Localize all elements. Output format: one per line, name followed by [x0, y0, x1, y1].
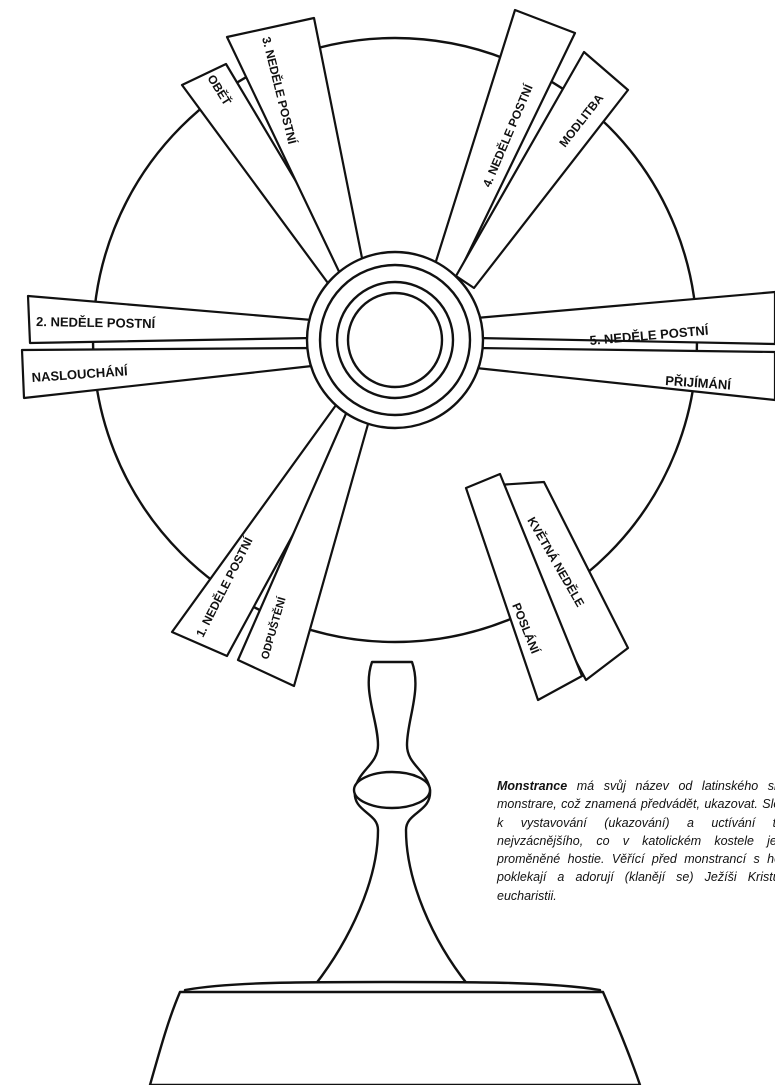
caption-text: má svůj název od latinského slova monstr…	[497, 779, 775, 903]
ray-label-prijimani: PŘIJÍMÁNÍ	[665, 373, 732, 393]
ray-label-nasleuchani: NASLOUCHÁNÍ	[31, 363, 128, 385]
monstrance-caption: Monstrance má svůj název od latinského s…	[497, 777, 775, 905]
rays-layer	[20, 8, 775, 702]
host-lunette	[346, 291, 444, 389]
ray-poslani	[464, 472, 584, 702]
ray-label-nedele-2: 2. NEDĚLE POSTNÍ	[36, 314, 156, 331]
monstrance-stem	[313, 660, 470, 987]
ray-modlitba	[454, 50, 630, 290]
monstrance-foot	[148, 990, 642, 1087]
monstrance-knot	[352, 770, 432, 810]
caption-bold-word: Monstrance	[497, 779, 568, 793]
